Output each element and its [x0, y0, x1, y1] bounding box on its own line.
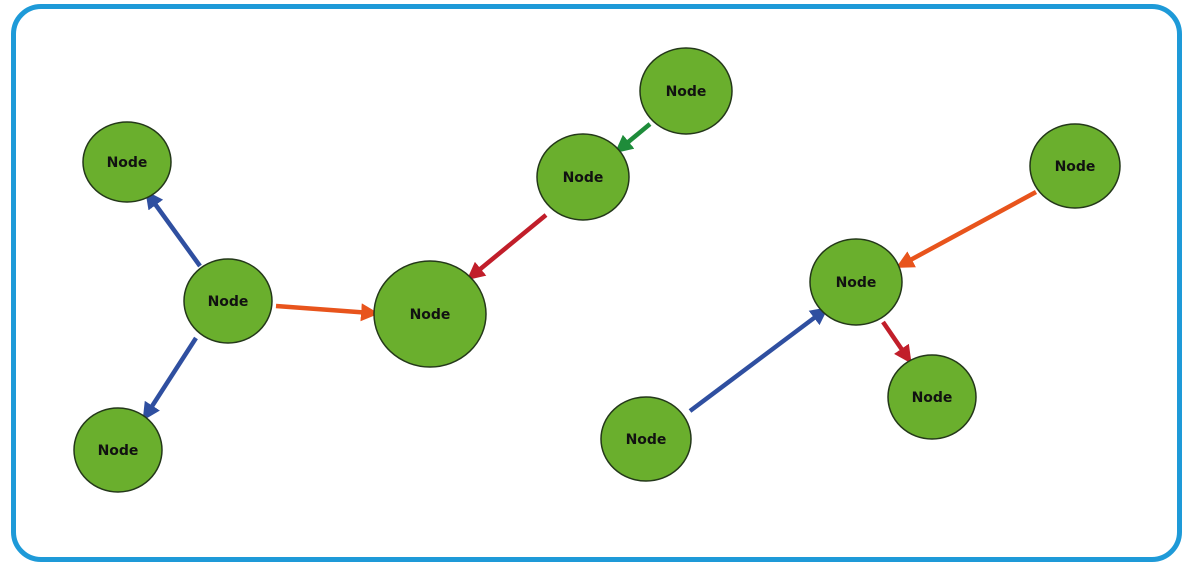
node-n9[interactable]: Node	[887, 354, 977, 440]
node-n7[interactable]: Node	[1029, 123, 1121, 209]
node-circle	[82, 121, 172, 203]
node-label: Node	[410, 307, 451, 323]
node-label: Node	[107, 155, 148, 171]
node-label: Node	[836, 275, 877, 291]
node-n10[interactable]: Node	[600, 396, 692, 482]
node-n8[interactable]: Node	[809, 238, 903, 326]
edge-n2-n3-arrow	[142, 336, 198, 421]
node-circle	[809, 238, 903, 326]
node-circle	[887, 354, 977, 440]
node-label: Node	[912, 390, 953, 406]
node-n5[interactable]: Node	[536, 133, 630, 221]
edges-layer	[142, 122, 1038, 421]
node-label: Node	[1055, 159, 1096, 175]
node-label: Node	[98, 443, 139, 459]
node-n1[interactable]: Node	[82, 121, 172, 203]
edge-n2-n4-arrow	[275, 303, 380, 322]
edge-n6-n5-arrow	[614, 122, 652, 154]
node-circle	[1029, 123, 1121, 209]
node-circle	[536, 133, 630, 221]
node-n6[interactable]: Node	[639, 47, 733, 135]
edge-n5-n4-arrow	[466, 213, 548, 281]
node-circle	[183, 258, 273, 344]
edge-n7-n8-arrow	[895, 190, 1038, 268]
node-label: Node	[626, 432, 667, 448]
node-n3[interactable]: Node	[73, 407, 163, 493]
node-circle	[73, 407, 163, 493]
node-circle	[373, 260, 487, 368]
edge-n8-n9-arrow	[881, 320, 912, 364]
node-n4[interactable]: Node	[373, 260, 487, 368]
node-circle	[639, 47, 733, 135]
node-label: Node	[208, 294, 249, 310]
node-n2[interactable]: Node	[183, 258, 273, 344]
edge-n10-n8-arrow	[688, 307, 829, 413]
node-circle	[600, 396, 692, 482]
edge-n2-n1-arrow	[145, 190, 202, 268]
node-label: Node	[666, 84, 707, 100]
node-label: Node	[563, 170, 604, 186]
